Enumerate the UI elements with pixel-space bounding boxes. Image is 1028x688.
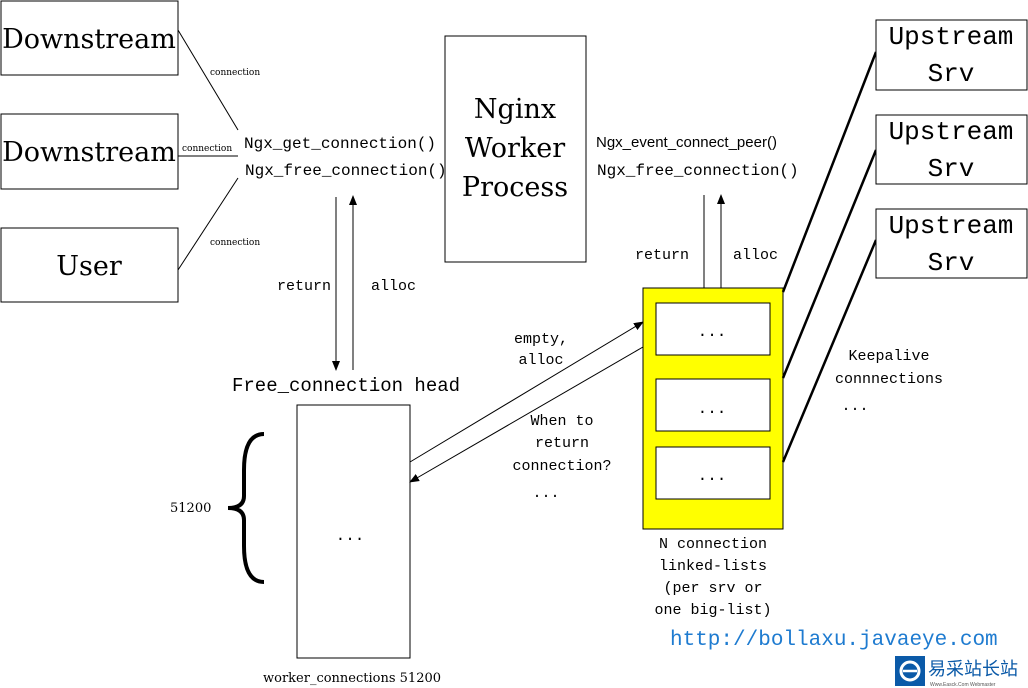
function-label: Ngx_event_connect_peer() bbox=[596, 134, 777, 151]
free-connection-head-label: Free_connection head bbox=[232, 375, 460, 397]
connection-label: connection bbox=[210, 238, 260, 248]
keepalive-ellipsis: ... bbox=[841, 398, 868, 415]
function-label: Ngx_free_connection() bbox=[597, 162, 799, 180]
upstream-server-1: Upstream Srv bbox=[875, 19, 1028, 91]
source-url: http://bollaxu.javaeye.com bbox=[670, 629, 998, 652]
linked-list-item bbox=[655, 302, 771, 356]
watermark-text: 易采站长站 bbox=[928, 659, 1018, 679]
keepalive-label: connnections bbox=[835, 371, 943, 388]
linked-list-ellipsis: ... bbox=[698, 467, 727, 485]
upstream-label: Upstream bbox=[889, 117, 1014, 147]
connection-line bbox=[177, 177, 239, 271]
when-return-label: return bbox=[535, 435, 589, 452]
linked-lists-caption: N connection bbox=[659, 536, 767, 553]
when-return-label: When to bbox=[530, 413, 593, 430]
keepalive-line bbox=[781, 51, 878, 293]
keepalive-line bbox=[781, 239, 878, 463]
linked-list-item bbox=[655, 446, 771, 500]
empty-alloc-label: empty, bbox=[514, 331, 568, 348]
return-arrow bbox=[409, 346, 644, 483]
upstream-label: Upstream bbox=[889, 211, 1014, 241]
watermark-subtext: Www.Easck.Com Webmaster bbox=[930, 682, 996, 688]
client-downstream-2: Downstream bbox=[0, 113, 179, 190]
client-downstream-1: Downstream bbox=[0, 0, 179, 76]
linked-list-item bbox=[655, 378, 771, 432]
worker-label: Worker bbox=[465, 133, 565, 164]
function-label: Ngx_free_connection() bbox=[245, 162, 447, 180]
connection-line bbox=[177, 29, 239, 131]
linked-lists-caption: linked-lists bbox=[659, 558, 767, 575]
function-label: Ngx_get_connection() bbox=[244, 135, 436, 153]
client-label: Downstream bbox=[2, 137, 176, 168]
connection-label: connection bbox=[182, 144, 232, 154]
keepalive-label: Keepalive bbox=[848, 348, 929, 365]
worker-connections-caption: worker_connections 51200 bbox=[263, 671, 441, 686]
brace bbox=[227, 432, 265, 584]
return-label: return bbox=[635, 247, 689, 264]
alloc-label: alloc bbox=[371, 278, 416, 295]
upstream-label: Srv bbox=[928, 154, 975, 184]
upstream-server-3: Upstream Srv bbox=[875, 208, 1028, 279]
free-list-count: 51200 bbox=[170, 501, 211, 516]
upstream-label: Srv bbox=[928, 59, 975, 89]
when-return-label: connection? bbox=[512, 458, 611, 475]
upstream-label: Upstream bbox=[889, 22, 1014, 52]
connection-label: connection bbox=[210, 68, 260, 78]
middle-ellipsis: ... bbox=[532, 485, 559, 502]
return-label: return bbox=[277, 278, 331, 295]
alloc-arrow bbox=[409, 321, 644, 463]
free-list-ellipsis: ... bbox=[336, 527, 365, 545]
linked-lists-caption: (per srv or bbox=[663, 580, 762, 597]
client-user: User bbox=[0, 227, 179, 303]
free-connection-list bbox=[296, 404, 411, 659]
worker-label: Nginx bbox=[474, 94, 556, 125]
nginx-worker-process: Nginx Worker Process bbox=[444, 35, 587, 263]
linked-lists-caption: one big-list) bbox=[654, 602, 771, 619]
worker-label: Process bbox=[462, 172, 568, 203]
upstream-label: Srv bbox=[928, 248, 975, 278]
linked-list-ellipsis: ... bbox=[698, 323, 727, 341]
client-label: User bbox=[56, 251, 122, 282]
linked-list-ellipsis: ... bbox=[698, 400, 727, 418]
client-label: Downstream bbox=[2, 24, 176, 55]
keepalive-line bbox=[781, 149, 878, 379]
watermark-logo: 易采站长站 Www.Easck.Com Webmaster bbox=[895, 655, 1028, 688]
empty-alloc-label: alloc bbox=[518, 352, 563, 369]
alloc-label: alloc bbox=[733, 247, 778, 264]
upstream-server-2: Upstream Srv bbox=[875, 114, 1028, 185]
